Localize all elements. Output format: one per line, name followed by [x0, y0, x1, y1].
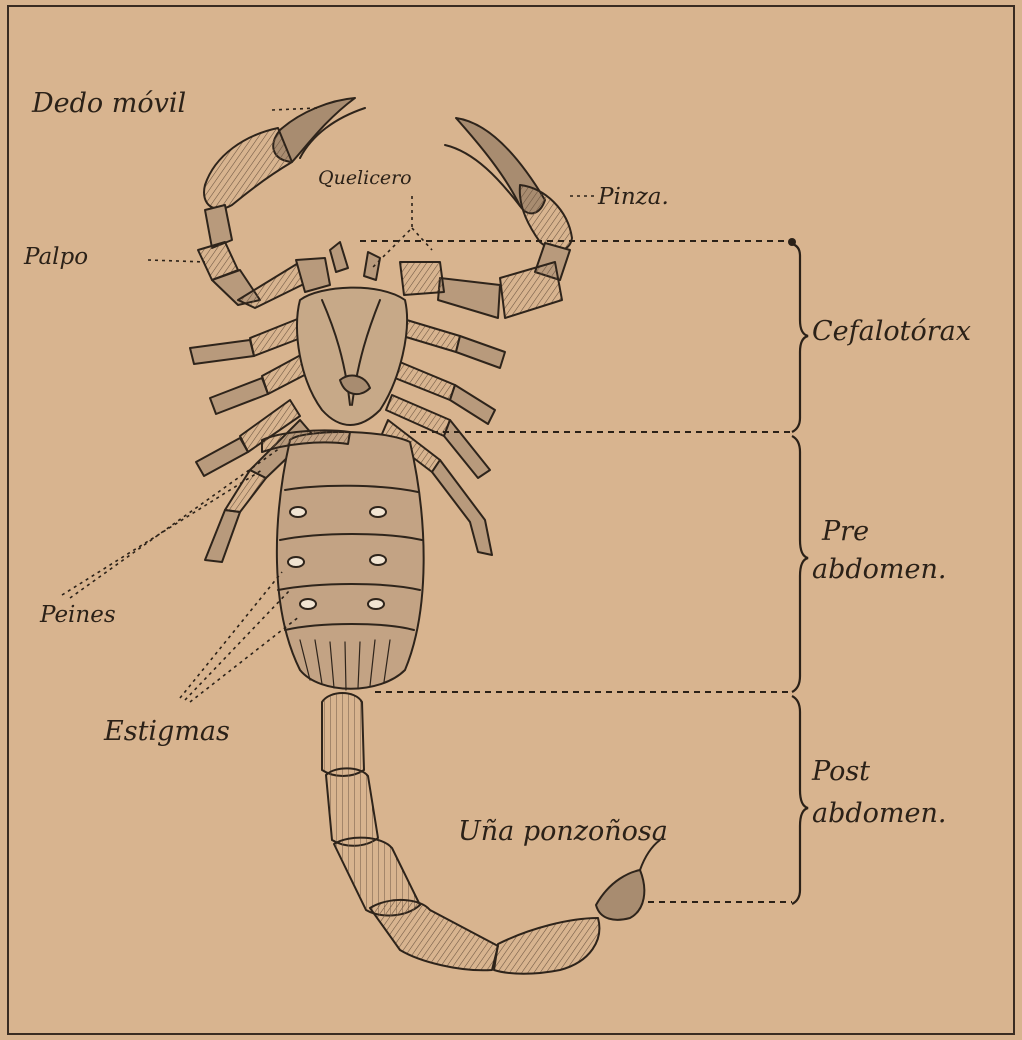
label-quelicero: Quelicero	[318, 167, 412, 189]
label-pre: Pre	[821, 516, 869, 547]
label-una-ponzonosa: Uña ponzoñosa	[458, 816, 668, 847]
label-post: Post	[811, 756, 870, 787]
label-pre-abdomen: abdomen.	[812, 554, 946, 585]
label-pinza: Pinza.	[597, 184, 669, 210]
label-cefalotorax: Cefalotórax	[812, 316, 971, 347]
label-post-abdomen: abdomen.	[812, 798, 946, 829]
label-dedo-movil: Dedo móvil	[31, 88, 186, 119]
label-peines: Peines	[39, 602, 116, 628]
label-estigmas: Estigmas	[103, 716, 230, 747]
label-palpo: Palpo	[23, 244, 88, 270]
